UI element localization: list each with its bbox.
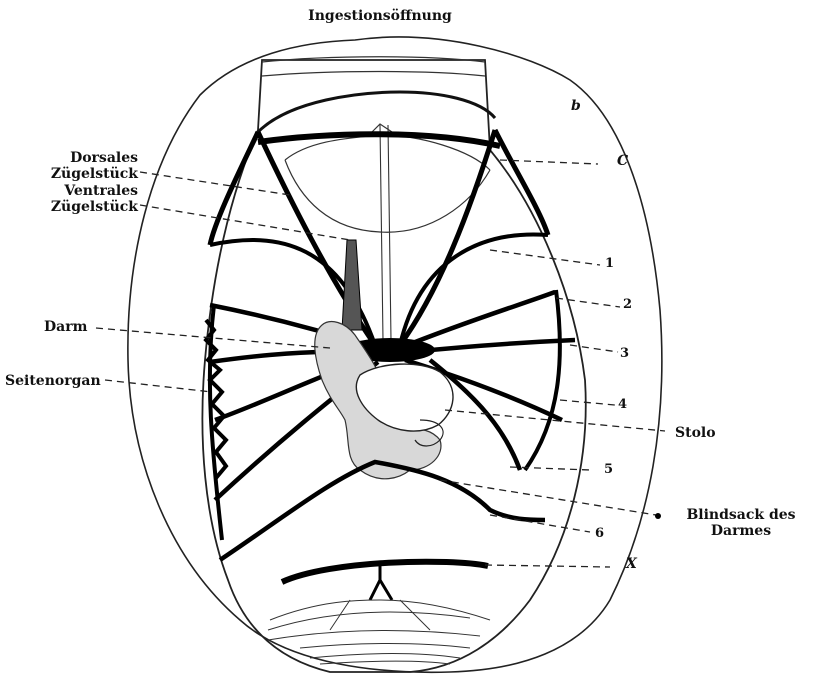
outer-rein-right <box>495 130 548 235</box>
leader-lines <box>96 160 665 567</box>
leader-X <box>485 565 610 567</box>
leader-5 <box>510 467 590 470</box>
label-1: 1 <box>605 256 614 272</box>
label-4: 4 <box>618 397 627 413</box>
label-6: 6 <box>595 526 604 542</box>
band-1 <box>210 234 548 345</box>
leader-seitenorgan <box>105 380 212 392</box>
leader-1 <box>490 250 600 265</box>
leader-2 <box>556 298 620 307</box>
label-C: C <box>617 153 628 169</box>
leader-6 <box>490 515 590 532</box>
band-3-right <box>410 340 575 352</box>
muscle-band-C <box>258 134 500 146</box>
leader-3 <box>570 345 618 352</box>
band-2-right <box>400 292 555 348</box>
label-dorsales-2: Zügelstück <box>30 166 138 182</box>
leader-4 <box>560 400 615 405</box>
label-dorsales-1: Dorsales <box>30 150 138 166</box>
label-stolo: Stolo <box>675 425 716 441</box>
label-blindsack-1: Blindsack des <box>668 507 814 523</box>
ventral-striated-piece <box>342 240 362 330</box>
label-ventrales-2: Zügelstück <box>30 199 138 215</box>
band-right-vertical <box>525 290 560 470</box>
band-X-stem <box>370 565 392 600</box>
label-3: 3 <box>620 346 629 362</box>
leader-dorsales <box>140 172 290 195</box>
label-darm: Darm <box>44 319 87 335</box>
endostyle-tip <box>372 124 392 132</box>
atrial-cross <box>270 600 490 630</box>
label-ventrales-1: Ventrales <box>30 183 138 199</box>
leader-stolo <box>445 410 665 431</box>
oral-siphon-thick <box>258 92 495 132</box>
label-X: X <box>626 556 637 572</box>
branchial-outline <box>285 135 490 232</box>
label-blindsack-2: Darmes <box>668 523 814 539</box>
blindsack-dot <box>655 513 661 519</box>
label-b: b <box>571 98 581 114</box>
label-2: 2 <box>623 297 632 313</box>
label-5: 5 <box>604 462 613 478</box>
band-X <box>282 562 488 582</box>
title-ingestionsoeffnung: Ingestionsöffnung <box>300 8 460 24</box>
label-seitenorgan: Seitenorgan <box>5 373 101 389</box>
atrial-lines <box>268 612 480 664</box>
